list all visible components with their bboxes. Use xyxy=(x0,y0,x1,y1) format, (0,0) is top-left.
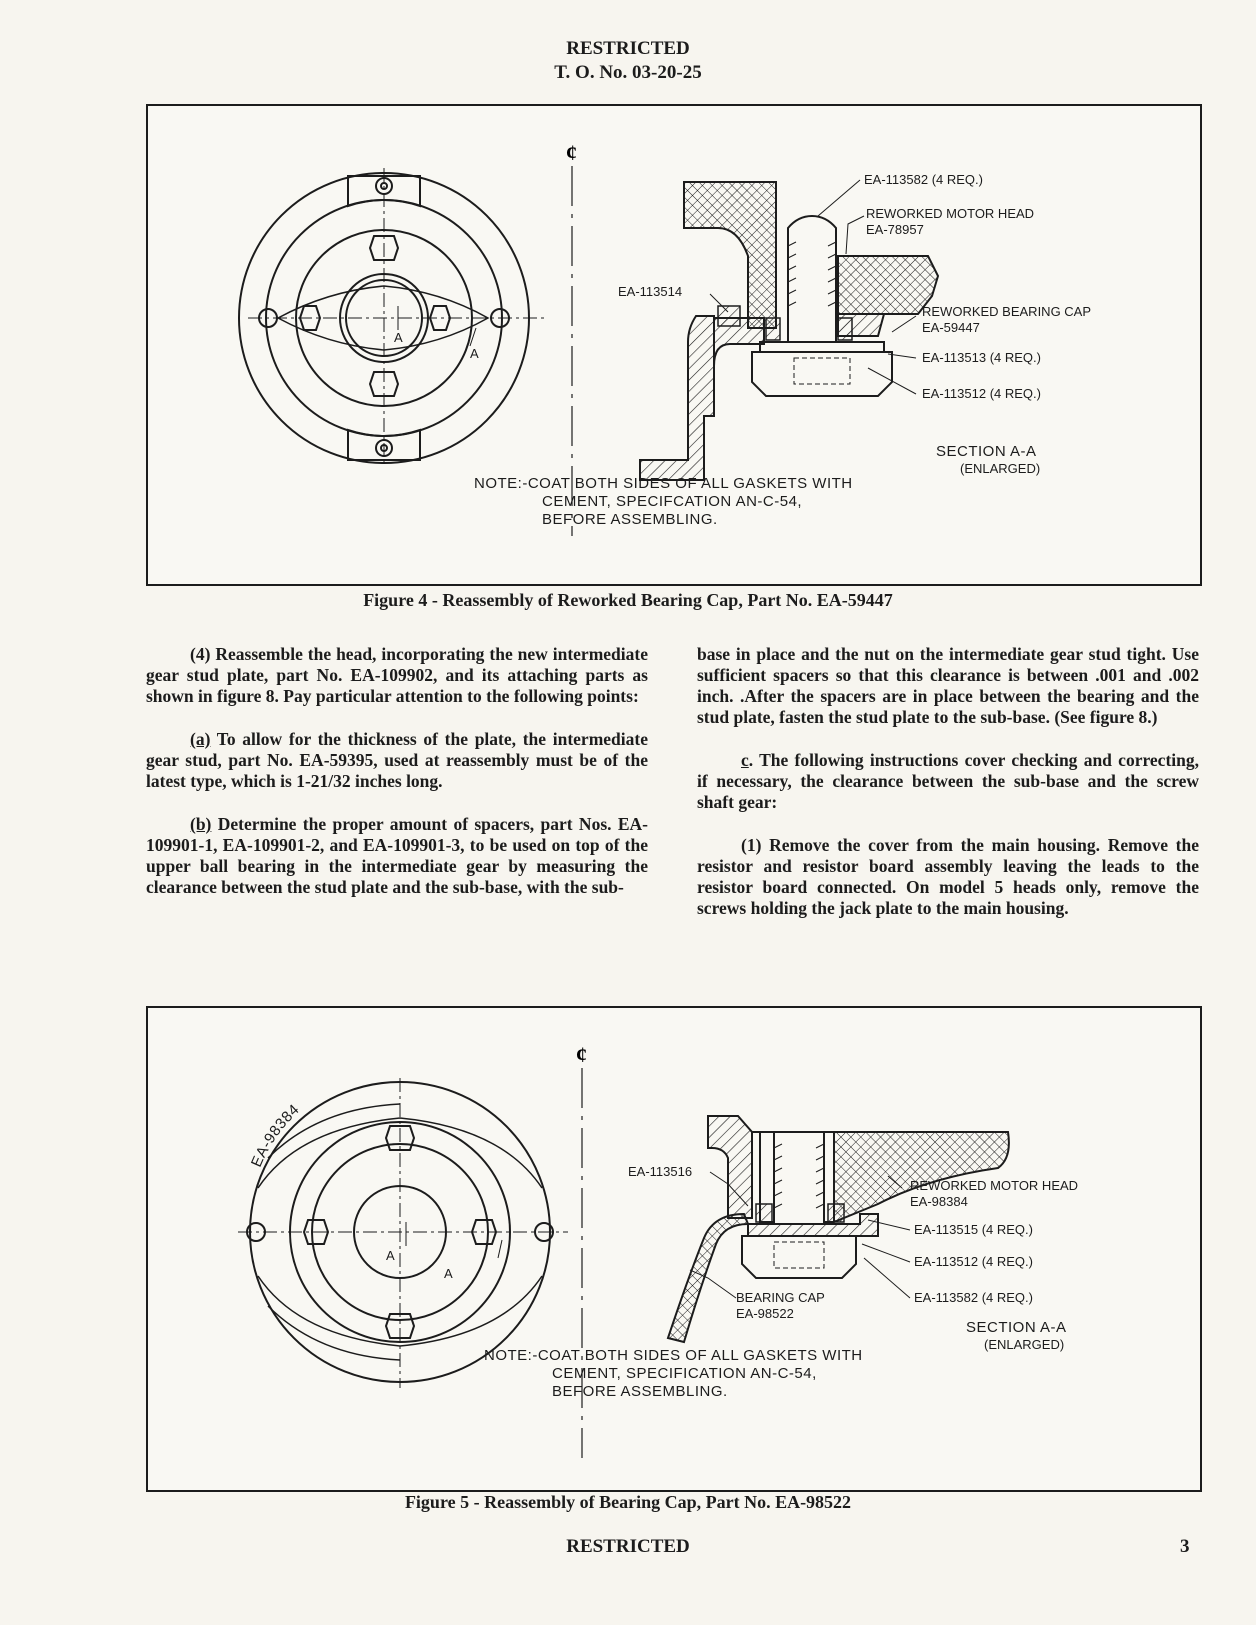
left-para-2-text: To allow for the thickness of the plate,… xyxy=(146,729,648,791)
fig5-label-ea98384: EA-98384 xyxy=(910,1194,968,1209)
right-column: base in place and the nut on the interme… xyxy=(697,644,1199,941)
fig4-label-ea113513: EA-113513 (4 REQ.) xyxy=(922,350,1041,365)
fig5-leaders xyxy=(689,1171,911,1299)
left-para-3-text: Determine the proper amount of spacers, … xyxy=(146,814,648,897)
fig5-section-mark-a: A xyxy=(386,1248,395,1263)
fig4-label-ea113514: EA-113514 xyxy=(618,284,682,299)
fig5-label-ea113516: EA-113516 xyxy=(628,1164,692,1179)
left-para-2-marker: (a) xyxy=(190,729,211,749)
fig5-plan-view xyxy=(238,1078,568,1388)
fig4-label-ea59447: EA-59447 xyxy=(922,320,980,335)
fig4-label-ea113512: EA-113512 (4 REQ.) xyxy=(922,386,1041,401)
fig4-section-enlarged: (ENLARGED) xyxy=(960,461,1040,476)
figure-4-drawing: A A ¢ xyxy=(238,140,1091,536)
fig5-label-bearing-cap: BEARING CAP xyxy=(736,1290,825,1305)
fig5-section-view xyxy=(666,1115,1010,1344)
right-para-2: c. The following instructions cover chec… xyxy=(697,750,1199,813)
right-para-2-marker: c xyxy=(741,750,749,770)
fig4-note-line1: NOTE:-COAT BOTH SIDES OF ALL GASKETS WIT… xyxy=(474,475,853,492)
fig4-label-reworked-motor-head: REWORKED MOTOR HEAD xyxy=(866,206,1034,221)
fig4-label-reworked-bearing-cap: REWORKED BEARING CAP xyxy=(922,304,1091,319)
fig4-section-title: SECTION A-A xyxy=(936,443,1037,460)
figure-5: EA-98384 A A ¢ xyxy=(146,1006,1202,1492)
fig4-note-line2: CEMENT, SPECIFCATION AN-C-54, xyxy=(542,493,802,510)
fig5-label-ea113512: EA-113512 (4 REQ.) xyxy=(914,1254,1033,1269)
header-restricted: RESTRICTED xyxy=(566,38,690,59)
left-para-3-marker: (b) xyxy=(190,814,212,834)
fig5-label-ea98522: EA-98522 xyxy=(736,1306,794,1321)
fig5-note-line2: CEMENT, SPECIFICATION AN-C-54, xyxy=(552,1365,817,1382)
right-para-2-text: . The following instructions cover check… xyxy=(697,750,1199,812)
fig5-note-line1: NOTE:-COAT BOTH SIDES OF ALL GASKETS WIT… xyxy=(484,1347,863,1364)
fig5-section-title: SECTION A-A xyxy=(966,1319,1067,1336)
right-para-1: base in place and the nut on the interme… xyxy=(697,644,1199,727)
figure-4: A A ¢ xyxy=(146,104,1202,586)
fig5-label-reworked-motor-head: REWORKED MOTOR HEAD xyxy=(910,1178,1078,1193)
header-to-number: T. O. No. 03-20-25 xyxy=(554,62,702,83)
figure-5-caption: Figure 5 - Reassembly of Bearing Cap, Pa… xyxy=(404,1492,852,1512)
left-para-2: (a) To allow for the thickness of the pl… xyxy=(146,729,648,792)
left-column: (4) Reassemble the head, incorporating t… xyxy=(146,644,648,920)
figure-4-caption: Figure 4 - Reassembly of Reworked Bearin… xyxy=(363,590,893,610)
page-number: 3 xyxy=(1180,1536,1190,1557)
fig4-label-ea113582: EA-113582 (4 REQ.) xyxy=(864,172,983,187)
left-para-1: (4) Reassemble the head, incorporating t… xyxy=(146,644,648,706)
fig4-section-mark-a2: A xyxy=(470,346,479,361)
fig4-label-ea78957: EA-78957 xyxy=(866,222,924,237)
fig5-section-enlarged: (ENLARGED) xyxy=(984,1337,1064,1352)
fig4-section-view xyxy=(639,181,940,481)
fig5-note-line3: BEFORE ASSEMBLING. xyxy=(552,1383,728,1400)
fig4-plan-view xyxy=(238,168,548,468)
fig5-centerline-mark: ¢ xyxy=(576,1042,587,1067)
figure-5-drawing: EA-98384 A A ¢ xyxy=(238,1042,1078,1458)
right-para-3: (1) Remove the cover from the main housi… xyxy=(697,835,1199,918)
footer-restricted: RESTRICTED xyxy=(566,1536,690,1557)
fig5-label-ea113515: EA-113515 (4 REQ.) xyxy=(914,1222,1033,1237)
fig4-centerline-mark: ¢ xyxy=(566,140,577,165)
fig4-section-mark-a: A xyxy=(394,330,403,345)
fig4-leaders xyxy=(709,179,917,395)
fig5-label-ea113582: EA-113582 (4 REQ.) xyxy=(914,1290,1033,1305)
fig4-note-line3: BEFORE ASSEMBLING. xyxy=(542,511,718,528)
fig5-section-mark-a2: A xyxy=(444,1266,453,1281)
left-para-3: (b) Determine the proper amount of space… xyxy=(146,814,648,898)
